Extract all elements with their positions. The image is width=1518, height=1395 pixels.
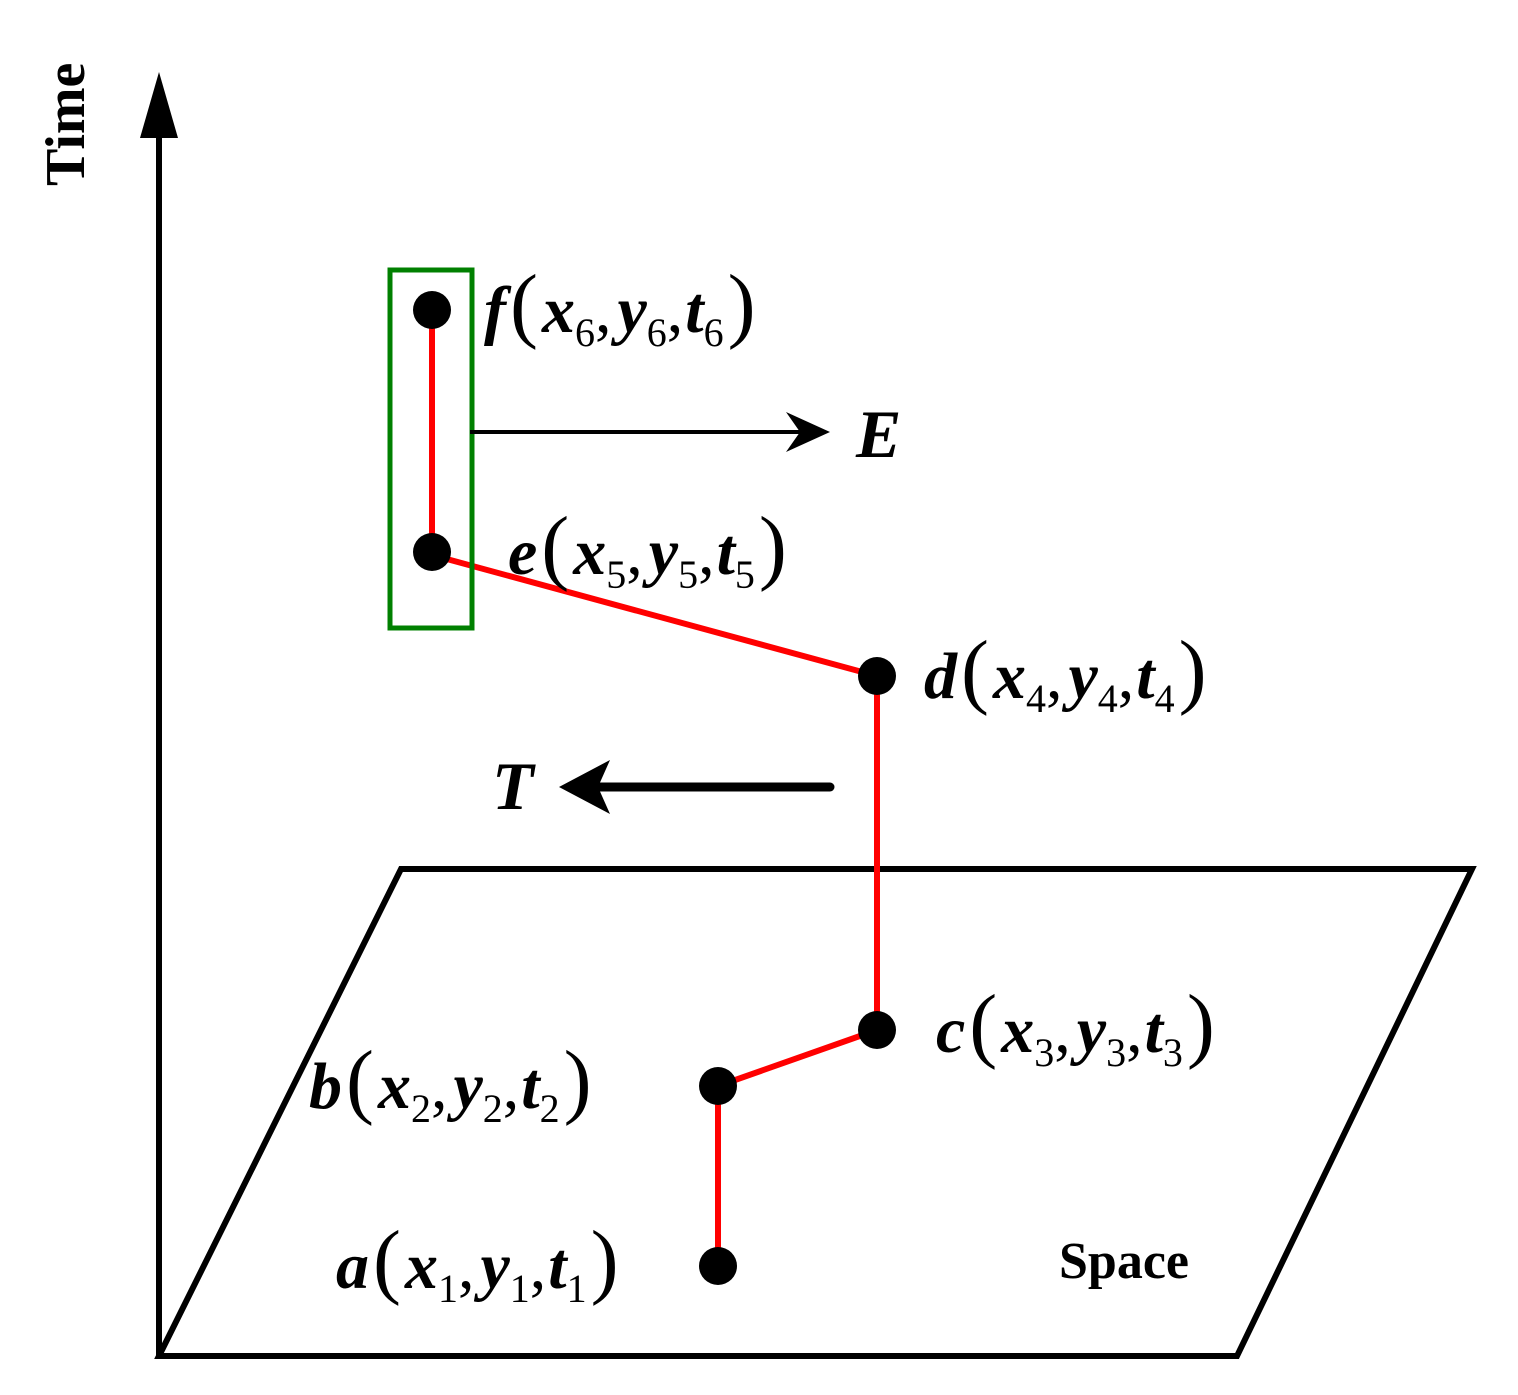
point-name: e: [508, 516, 537, 589]
point-name: d: [924, 640, 958, 713]
point-f: [413, 291, 451, 329]
comma: ,: [1118, 640, 1135, 713]
t-var: t: [1145, 994, 1165, 1067]
point-name: a: [336, 1230, 369, 1303]
point-label-f: f(x6,y6,t6): [484, 258, 756, 355]
highlight-box: [387, 267, 475, 631]
y-var: y: [610, 274, 647, 347]
close-paren: ): [728, 258, 756, 351]
y-subscript: 6: [647, 310, 667, 355]
x-var: x: [541, 274, 575, 347]
comma: ,: [431, 1050, 448, 1123]
comma: ,: [1054, 994, 1071, 1067]
point-label-c: c(x3,y3,t3): [936, 978, 1215, 1075]
comma: ,: [458, 1230, 475, 1303]
point-name: f: [484, 274, 512, 347]
t-subscript: 5: [735, 552, 755, 597]
y-subscript: 4: [1098, 676, 1118, 721]
x-subscript: 3: [1034, 1030, 1054, 1075]
time-axis-arrowhead: [140, 72, 178, 138]
open-paren: (: [346, 1034, 374, 1127]
x-subscript: 6: [575, 310, 595, 355]
y-var: y: [446, 1050, 483, 1123]
comma: ,: [698, 516, 715, 589]
point-d: [858, 657, 896, 695]
open-paren: (: [541, 500, 569, 593]
t-arrow-label: T: [492, 748, 536, 824]
t-subscript: 6: [704, 310, 724, 355]
y-var: y: [1070, 994, 1107, 1067]
close-paren: ): [1179, 624, 1207, 717]
point-e: [413, 533, 451, 571]
comma: ,: [1046, 640, 1063, 713]
t-var: t: [548, 1230, 568, 1303]
point-c: [858, 1011, 896, 1049]
y-var: y: [473, 1230, 510, 1303]
x-var: x: [572, 516, 606, 589]
t-arrow-head: [559, 760, 610, 814]
x-var: x: [992, 640, 1026, 713]
x-var: x: [404, 1230, 438, 1303]
point-name: b: [309, 1050, 342, 1123]
y-subscript: 2: [483, 1086, 503, 1131]
t-var: t: [717, 516, 737, 589]
x-subscript: 1: [438, 1266, 458, 1311]
space-plane: [154, 866, 1477, 1359]
y-var: y: [1061, 640, 1098, 713]
y-subscript: 3: [1106, 1030, 1126, 1075]
t-subscript: 1: [567, 1266, 587, 1311]
x-subscript: 5: [606, 552, 626, 597]
t-var: t: [521, 1050, 541, 1123]
t-subscript: 3: [1163, 1030, 1183, 1075]
space-label: Space: [1059, 1233, 1189, 1290]
open-paren: (: [373, 1214, 401, 1307]
point-label-d: d(x4,y4,t4): [924, 624, 1207, 721]
comma: ,: [626, 516, 643, 589]
trajectory-path: [429, 310, 880, 1266]
point-a: [699, 1247, 737, 1285]
t-var: t: [1136, 640, 1156, 713]
t-subscript: 2: [540, 1086, 560, 1131]
comma: ,: [530, 1230, 547, 1303]
close-paren: ): [591, 1214, 619, 1307]
e-arrow-head: [786, 412, 830, 452]
comma: ,: [595, 274, 612, 347]
open-paren: (: [969, 978, 997, 1071]
y-subscript: 5: [678, 552, 698, 597]
comma: ,: [1126, 994, 1143, 1067]
close-paren: ): [564, 1034, 592, 1127]
e-arrow-label: E: [855, 396, 901, 472]
y-subscript: 1: [510, 1266, 530, 1311]
x-var: x: [1000, 994, 1034, 1067]
time-axis-label: Time: [35, 63, 97, 186]
open-paren: (: [510, 258, 538, 351]
comma: ,: [503, 1050, 520, 1123]
point-label-e: e(x5,y5,t5): [508, 500, 787, 597]
point-label-b: b(x2,y2,t2): [309, 1034, 592, 1131]
y-var: y: [642, 516, 679, 589]
x-var: x: [377, 1050, 411, 1123]
close-paren: ): [759, 500, 787, 593]
t-var: t: [685, 274, 705, 347]
t-subscript: 4: [1155, 676, 1175, 721]
x-subscript: 4: [1026, 676, 1046, 721]
open-paren: (: [961, 624, 989, 717]
x-subscript: 2: [411, 1086, 431, 1131]
point-label-a: a(x1,y1,t1): [336, 1214, 619, 1311]
comma: ,: [667, 274, 684, 347]
point-name: c: [936, 994, 965, 1067]
point-b: [699, 1067, 737, 1105]
close-paren: ): [1187, 978, 1215, 1071]
